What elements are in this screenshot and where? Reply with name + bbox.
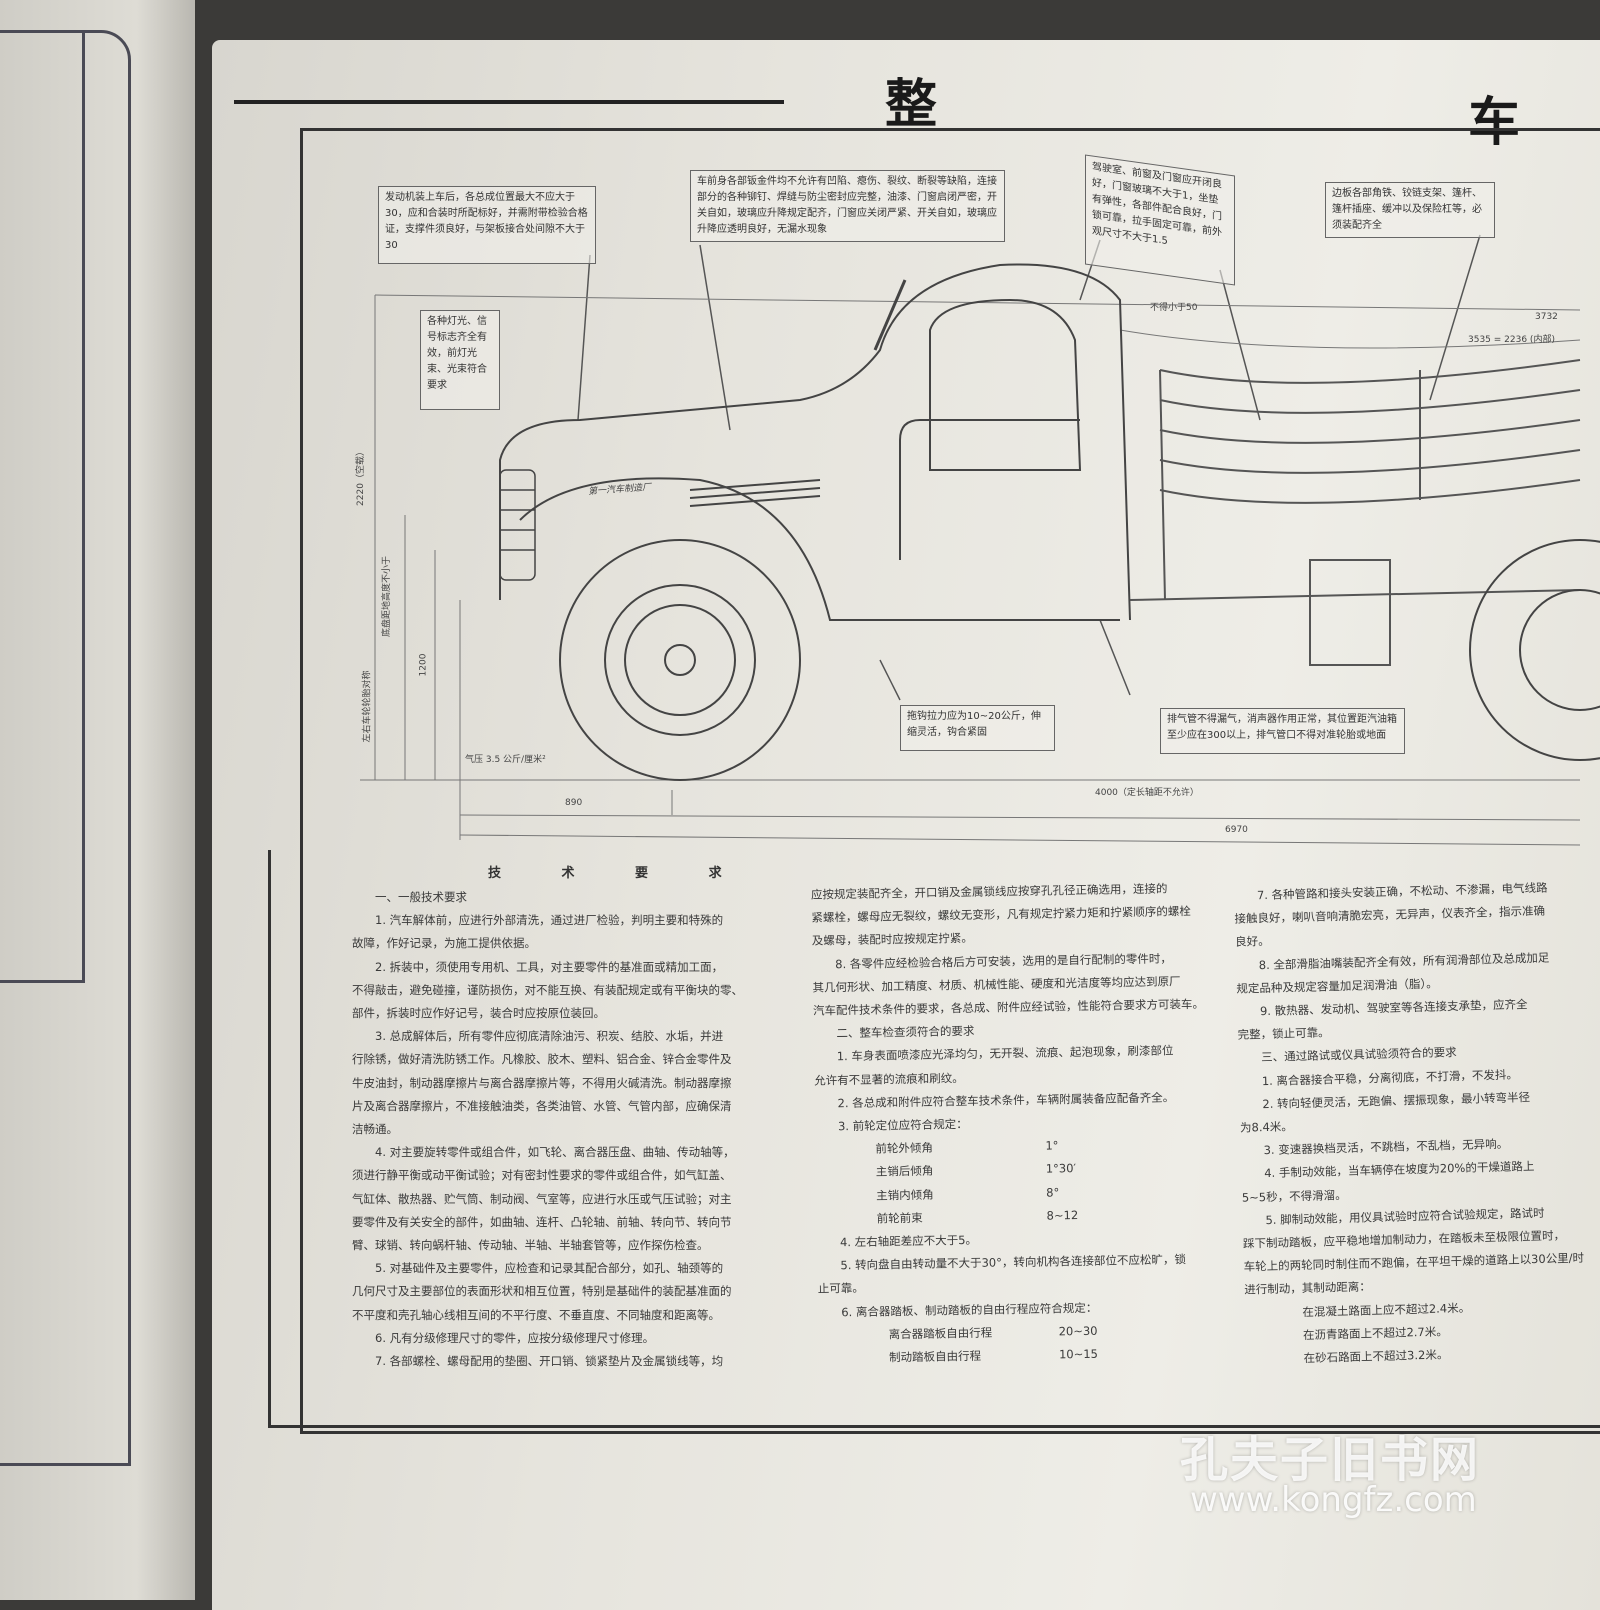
- tire-pressure: 气压 3.5 公斤/厘米²: [465, 755, 546, 765]
- front-wheel: [559, 539, 801, 781]
- drawing-frame: [300, 128, 1600, 1434]
- callout-exhaust: 排气管不得漏气，消声器作用正常，其位置距汽油箱至少应在300以上，排气管口不得对…: [1160, 708, 1405, 754]
- callout-body: 车前身各部钣金件均不允许有凹陷、瘪伤、裂纹、断裂等缺陷，连接部分的各种铆钉、焊缝…: [690, 170, 1005, 242]
- spec-name: 前轮外倾角: [875, 1140, 934, 1156]
- spec-name: 前轮前束: [876, 1210, 923, 1226]
- callout-engine: 发动机装上车后，各总成位置最大不应大于30，应和合装时所配标好，并需附带检验合格…: [378, 186, 596, 264]
- requirement-line: 几何尺寸及主要部位的表面形状和相互位置，特别是基础件的装配基准面的: [352, 1284, 732, 1299]
- requirement-line: 3. 总成解体后，所有零件应彻底清除油污、积炭、结胶、水垢，并进: [375, 1029, 724, 1044]
- spec-name: 主销内倾角: [876, 1187, 934, 1203]
- spec-value: 20~30: [1058, 1323, 1098, 1339]
- outer-frame-bottom: [268, 1425, 1600, 1428]
- spec-value: 1°: [1045, 1138, 1059, 1153]
- requirement-line: 故障，作好记录，为施工提供依据。: [352, 936, 536, 951]
- dim-vertical-label-2: 左右车轮轮胎对称: [362, 670, 373, 743]
- spec-name: 离合器踏板自由行程: [888, 1325, 993, 1342]
- dim-height: 2220（空载）: [355, 447, 366, 506]
- callout-cargo: 边板各部角铁、铰链支架、篷杆、篷杆插座、缓冲以及保险杠等，必须装配齐全: [1325, 182, 1495, 238]
- truck-cab: [499, 263, 1131, 621]
- requirement-line: 7. 各部螺栓、螺母配用的垫圈、开口销、锁紧垫片及金属锁线等，均: [375, 1354, 724, 1369]
- rear-wheel: [1469, 539, 1600, 761]
- callout-lights: 各种灯光、信号标志齐全有效，前灯光束、光束符合要求: [420, 310, 500, 410]
- cargo-bed: [1129, 359, 1581, 666]
- requirement-line: 气缸体、散热器、贮气筒、制动阀、气室等，应进行水压或气压试验；对主: [352, 1191, 732, 1206]
- spec-name: 制动踏板自由行程: [888, 1348, 982, 1365]
- requirement-line: 臂、球销、转向蜗杆轴、传动轴、半轴、半轴套管等，应作探伤检查。: [352, 1238, 709, 1253]
- dim-3535: 3535 = 2236 (内部): [1468, 335, 1555, 345]
- left-page-divider: [82, 30, 85, 980]
- requirement-line: 牛皮油封，制动器摩擦片与离合器摩擦片等，不得用火碱清洗。制动器摩擦: [352, 1075, 732, 1090]
- roof-note: 不得小于50: [1150, 303, 1198, 313]
- truck-grille: [499, 469, 536, 581]
- requirements-column-2: 应按规定装配齐全，开口销及金属锁线应按穿孔孔径正确选用，连接的紧螺栓，螺母应无裂…: [811, 876, 1234, 1370]
- watermark-logo: 孔夫子旧书网: [1180, 1432, 1481, 1488]
- spec-value: 8°: [1046, 1185, 1060, 1200]
- requirements-heading: 技 术 要 求: [488, 866, 750, 881]
- leader-lines: [577, 234, 1481, 701]
- outer-frame-left: [268, 850, 271, 1428]
- watermark-url: www.kongfz.com: [1190, 1480, 1477, 1520]
- callout-cab: 驾驶室、前窗及门窗应开闭良好，门窗玻璃不大于1，坐垫有弹性，各部件配合良好，门锁…: [1085, 154, 1235, 286]
- requirement-line: 1. 汽车解体前，应进行外部清洗，通过进厂检验，判明主要和特殊的: [375, 913, 724, 928]
- requirement-line: 行除锈，做好清洗防锈工作。凡橡胶、胶木、塑料、铝合金、锌合金零件及: [352, 1052, 732, 1067]
- requirement-line: 4. 对主要旋转零件或组合件，如飞轮、离合器压盘、曲轴、传动轴等，: [375, 1145, 735, 1160]
- requirement-line: 不平度和壳孔轴心线相互间的不平行度、不垂直度、不同轴度和距离等。: [352, 1307, 720, 1322]
- requirement-line: 部件，拆装时应作好记号，装合时应按原位装回。: [352, 1006, 605, 1021]
- requirement-line: 6. 凡有分级修理尺寸的零件，应按分级修理尺寸修理。: [375, 1330, 655, 1345]
- spec-value: 10~15: [1058, 1346, 1099, 1362]
- requirement-line: 洁畅通。: [352, 1122, 398, 1137]
- left-page-frame: [0, 30, 131, 1466]
- callout-hook: 拖钩拉力应为10~20公斤，伸缩灵活，钩合紧固: [900, 705, 1055, 751]
- requirements-column-1: 一、一般技术要求 1. 汽车解体前，应进行外部清洗，通过进厂检验，判明主要和特殊的…: [352, 886, 797, 1373]
- left-page: [0, 0, 195, 1600]
- dim-total: 6970: [1225, 825, 1248, 835]
- dim-1200: 1200: [418, 653, 429, 677]
- left-page-divider: [0, 980, 85, 983]
- requirement-line: 5. 对基础件及主要零件，应检查和记录其配合部分，如孔、轴颈等的: [375, 1261, 724, 1276]
- requirement-line: 2. 拆装中，须使用专用机、工具，对主要零件的基准面或精加工面，: [375, 959, 724, 974]
- spec-value: 1°30′: [1045, 1161, 1077, 1177]
- title-char-right: 车: [1468, 92, 1521, 153]
- dim-vertical-label: 底盘距地高度不小于: [382, 555, 393, 638]
- dim-890: 890: [565, 798, 583, 808]
- title-char-left: 整: [885, 74, 938, 135]
- requirement-line: 须进行静平衡或动平衡试验；对有密封性要求的零件或组合件，如气缸盖、: [352, 1168, 732, 1183]
- dim-3732: 3732: [1535, 312, 1558, 322]
- requirements-column-3: 7. 各种管路和接头安装正确，不松动、不渗漏，电气线路接触良好，喇叭音响清脆宏亮…: [1234, 875, 1600, 1372]
- requirement-line: 一、一般技术要求: [375, 890, 467, 904]
- title-rule: [234, 100, 784, 104]
- spec-name: 主销后倾角: [875, 1164, 934, 1180]
- spec-value: 8~12: [1046, 1207, 1079, 1223]
- dim-4000: 4000（定长轴距不允许）: [1095, 788, 1199, 798]
- requirement-line: 要零件及有关安全的部件，如曲轴、连杆、凸轮轴、前轴、转向节、转向节: [352, 1214, 732, 1229]
- requirement-line: 片及离合器摩擦片，不准接触油类，各类油管、水管、气管内部，应确保清: [352, 1098, 732, 1113]
- requirement-line: 不得敲击，避免碰撞，谨防损伤，对不能互换、有装配规定或有平衡块的零、: [352, 982, 743, 997]
